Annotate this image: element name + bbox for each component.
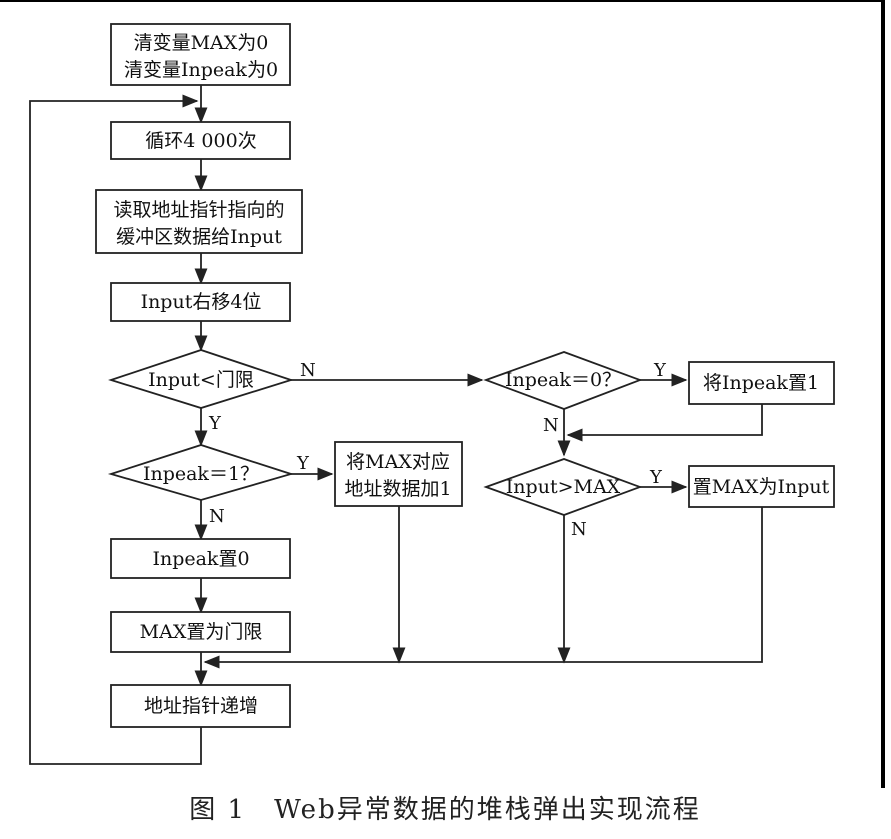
node-read: 读取地址指针指向的 缓冲区数据给Input: [95, 189, 303, 254]
loop-label: 循环4 000次: [145, 130, 256, 152]
init-line1: 清变量MAX为0: [134, 32, 269, 54]
cond4-label: Input>MAX: [506, 476, 621, 498]
node-loop: 循环4 000次: [110, 121, 291, 160]
label-cond4-no: N: [571, 519, 587, 540]
decision-inpeak-eq-1: Inpeak＝1？: [107, 444, 295, 501]
decision-input-gt-max: Input>MAX: [483, 458, 643, 516]
node-set-inpeak-1: 将Inpeak置1: [688, 361, 835, 405]
decision-input-lt-threshold: Input<门限: [108, 349, 294, 409]
set-max-label: 置MAX为Input: [693, 476, 830, 498]
cond3-label: Inpeak＝0？: [505, 369, 621, 391]
label-cond1-yes: Y: [208, 413, 222, 434]
max-add-line1: 将MAX对应: [346, 451, 450, 473]
label-cond2-yes: Y: [296, 453, 310, 474]
node-addr-inc: 地址指针递增: [110, 684, 291, 728]
figure-caption: 图 1 Web异常数据的堆栈弹出实现流程: [189, 795, 700, 825]
shift-label: Input右移4位: [141, 291, 262, 313]
node-init: 清变量MAX为0 清变量Inpeak为0: [110, 23, 291, 86]
max-to-threshold-label: MAX置为门限: [140, 621, 263, 643]
node-shift: Input右移4位: [110, 282, 291, 322]
label-cond1-no: N: [300, 360, 316, 381]
read-line2: 缓冲区数据给Input: [116, 226, 282, 248]
init-line2: 清变量Inpeak为0: [124, 59, 278, 81]
decision-inpeak-eq-0: Inpeak＝0？: [483, 351, 643, 410]
label-cond3-yes: Y: [653, 360, 667, 381]
set-inpeak-label: 将Inpeak置1: [703, 372, 819, 394]
cond1-label: Input<门限: [148, 369, 254, 391]
label-cond3-no: N: [543, 415, 559, 436]
inpeak-zero-label: Inpeak置0: [152, 548, 249, 570]
label-cond2-no: N: [209, 506, 225, 527]
node-max-add: 将MAX对应 地址数据加1: [334, 441, 463, 507]
label-cond4-yes: Y: [649, 467, 663, 488]
edge-merge: [203, 507, 763, 669]
node-inpeak-zero: Inpeak置0: [110, 538, 291, 579]
edge-loop-back: [29, 94, 202, 765]
edge-setinpeak-return: [566, 404, 763, 442]
connectors: [29, 85, 763, 765]
node-set-max-input: 置MAX为Input: [688, 465, 835, 508]
read-line1: 读取地址指针指向的: [113, 199, 284, 221]
max-add-line2: 地址数据加1: [344, 478, 451, 500]
figure-frame: [0, 0, 885, 788]
addr-inc-label: 地址指针递增: [144, 695, 258, 717]
node-max-to-threshold: MAX置为门限: [110, 611, 291, 653]
cond2-label: Inpeak＝1？: [143, 463, 259, 485]
